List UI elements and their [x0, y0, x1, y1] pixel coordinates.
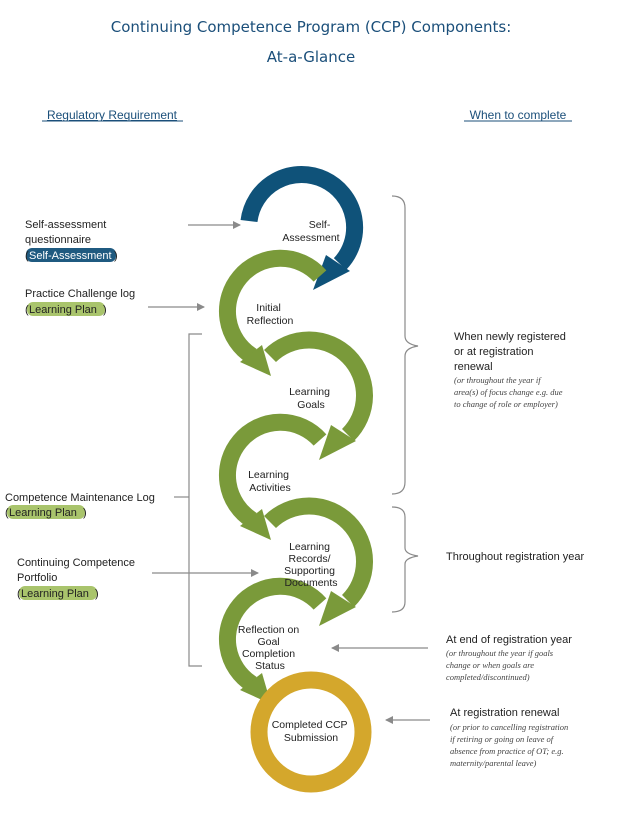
arc-self-assessment [240, 165, 364, 270]
label-at-registration-renewal: At registration renewal [450, 707, 559, 719]
tag-practice-challenge-close: ) [103, 304, 107, 316]
arc-learning-goals [264, 331, 373, 442]
bracket-throughout [391, 506, 419, 613]
stage-learning-goals: Learning Goals [289, 386, 333, 411]
tag-self-assessment-close: ) [114, 250, 118, 262]
title-line-1: Continuing Competence Program (CCP) Comp… [111, 18, 512, 36]
label-end-of-registration-year: At end of registration year [446, 634, 572, 646]
tag-competence-maintenance-open: ( [5, 507, 9, 519]
tag-competence-maintenance-close: ) [83, 507, 87, 519]
tag-practice-challenge-open: ( [25, 304, 29, 316]
stage-learning-records: Learning Records/ Supporting Documents [284, 541, 338, 589]
tag-self-assessment-open: ( [25, 250, 29, 262]
header-regulatory-requirement: Regulatory Requirement [47, 108, 178, 122]
stage-completed-submission: Completed CCP Submission [272, 719, 351, 744]
arc-learning-activities [218, 413, 327, 528]
arc-self-assessment-arrowhead [313, 255, 350, 290]
label-competence-maintenance-log: Competence Maintenance Log [5, 492, 155, 504]
tag-self-assessment-bg [26, 248, 116, 262]
tag-self-assessment: Self-Assessment [29, 250, 112, 262]
label-continuing-competence-portfolio: Continuing Competence Portfolio [17, 557, 138, 584]
label-self-assessment-questionnaire: Self-assessment questionnaire [25, 219, 109, 246]
label-practice-challenge-log: Practice Challenge log [25, 288, 135, 300]
stage-learning-activities: Learning Activities [248, 469, 292, 494]
stage-reflection-goal-completion: Reflection on Goal Completion Status [238, 624, 302, 672]
tag-portfolio-bg [19, 586, 97, 600]
header-when-to-complete: When to complete [470, 108, 567, 122]
tag-competence-maintenance-bg [7, 505, 85, 519]
note-end-of-registration-year: (or throughout the year if goals change … [446, 648, 555, 682]
bracket-newly-registered [391, 195, 419, 495]
bracket-competence-maintenance [188, 333, 202, 667]
tag-practice-challenge-bg [27, 302, 105, 316]
note-at-registration-renewal: (or prior to cancelling registration if … [450, 722, 570, 768]
arc-reflection-goal-completion [218, 577, 327, 692]
tag-portfolio: Learning Plan [21, 588, 89, 600]
arc-learning-goals-arrowhead [319, 425, 356, 460]
label-throughout-registration-year: Throughout registration year [446, 551, 585, 563]
arc-learning-records-arrowhead [319, 591, 356, 626]
stage-self-assessment: Self- Assessment [282, 219, 339, 244]
ring-completed-submission [250, 671, 372, 793]
arc-learning-records [264, 497, 373, 608]
tag-portfolio-close: ) [95, 588, 99, 600]
tag-portfolio-open: ( [17, 588, 21, 600]
tag-competence-maintenance: Learning Plan [9, 507, 77, 519]
tag-practice-challenge: Learning Plan [29, 304, 97, 316]
stage-initial-reflection: Initial Reflection [247, 302, 294, 327]
title-line-2: At-a-Glance [267, 48, 355, 66]
arc-initial-reflection-arrowhead [240, 345, 271, 376]
arc-learning-activities-arrowhead [240, 509, 271, 540]
note-newly-registered: (or throughout the year if area(s) of fo… [454, 375, 565, 409]
arc-initial-reflection [218, 249, 327, 364]
label-newly-registered: When newly registered or at registration… [454, 331, 569, 373]
